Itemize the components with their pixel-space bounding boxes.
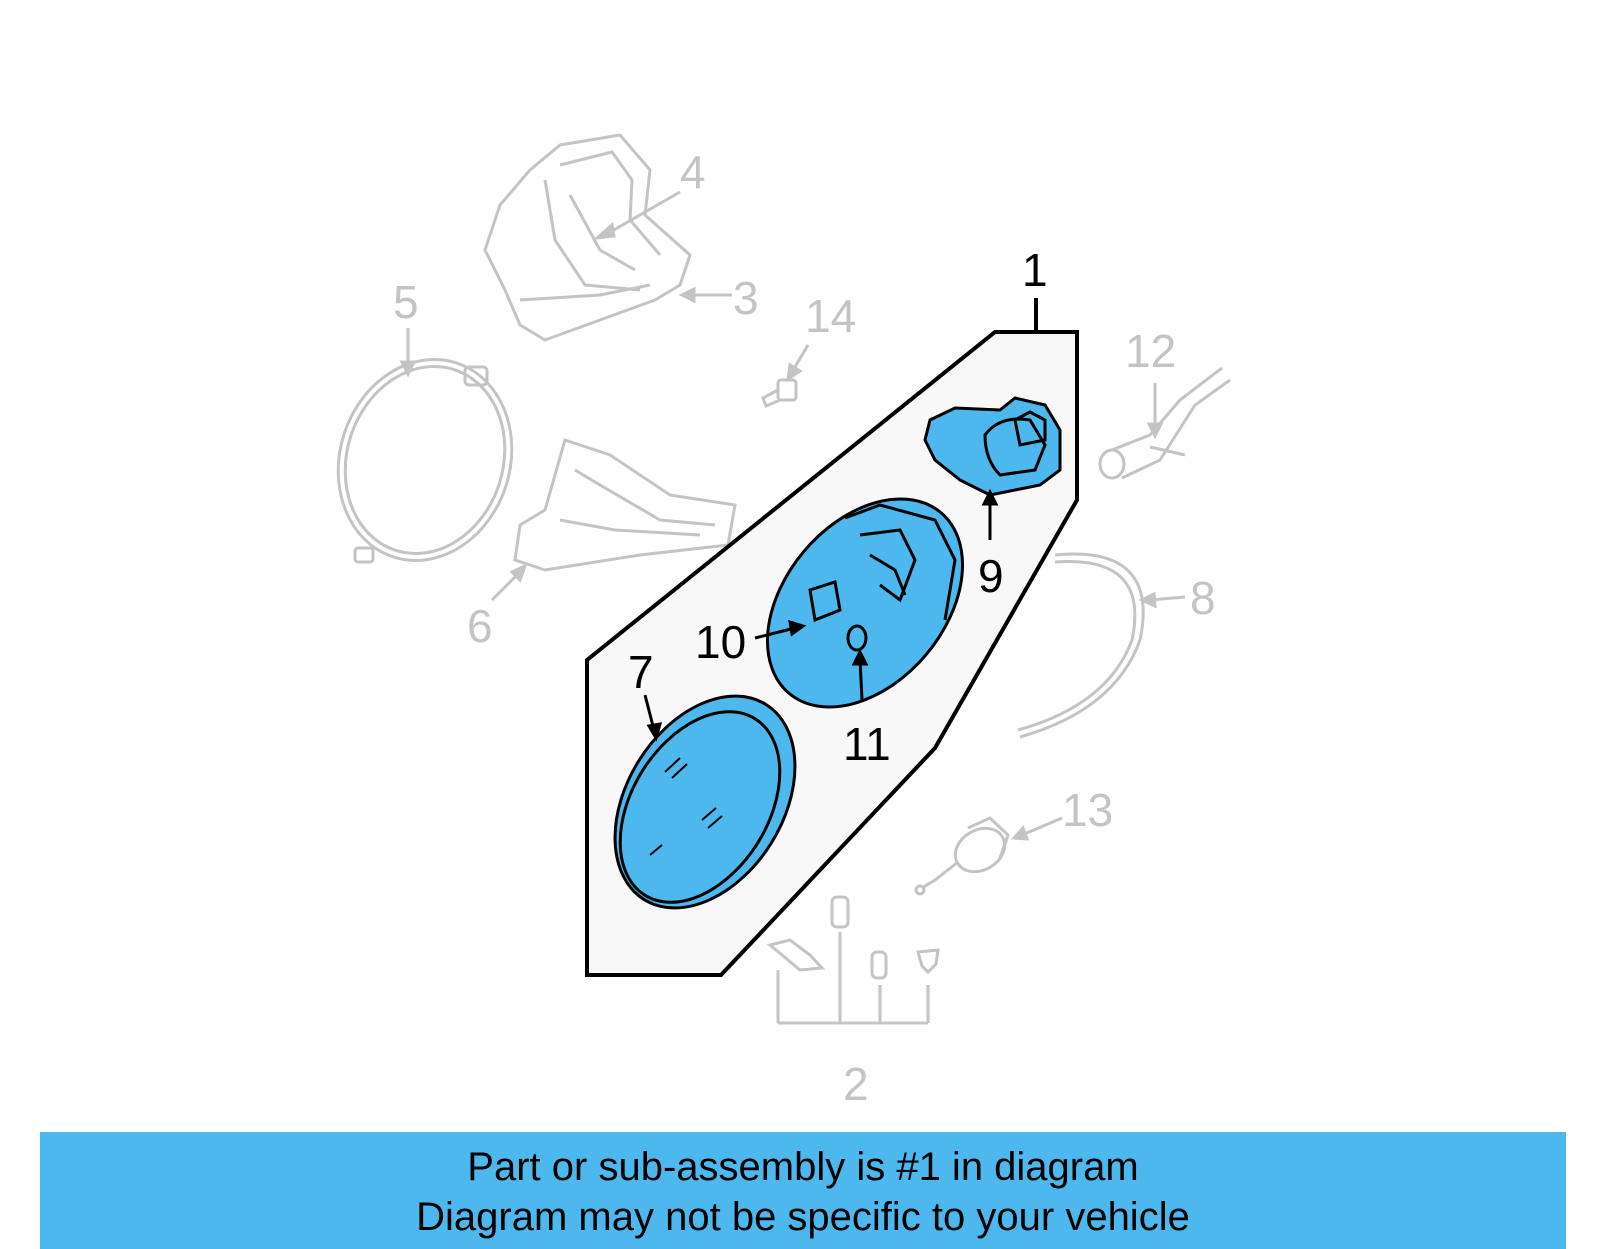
callout-3: 3 bbox=[733, 272, 759, 324]
callout-11: 11 bbox=[843, 718, 891, 770]
part-9-cap bbox=[923, 396, 1062, 497]
callout-9: 9 bbox=[978, 550, 1004, 602]
info-banner: Part or sub-assembly is #1 in diagram Di… bbox=[40, 1132, 1566, 1249]
callout-5: 5 bbox=[393, 276, 419, 328]
active-leaders bbox=[643, 488, 999, 742]
callout-7: 7 bbox=[628, 646, 654, 698]
callout-1: 1 bbox=[1022, 244, 1048, 296]
muted-leaders bbox=[399, 190, 1186, 841]
part-4-housing bbox=[483, 133, 692, 342]
banner-line-1: Part or sub-assembly is #1 in diagram bbox=[467, 1145, 1139, 1189]
banner-line-2: Diagram may not be specific to your vehi… bbox=[416, 1195, 1190, 1239]
part-2-bulbs bbox=[766, 895, 940, 1025]
callout-6: 6 bbox=[467, 600, 493, 652]
callout-4: 4 bbox=[680, 146, 706, 198]
callout-13: 13 bbox=[1062, 784, 1113, 836]
callout-14: 14 bbox=[805, 290, 856, 342]
part-14-bolt bbox=[761, 378, 798, 408]
part-12-socket bbox=[1098, 366, 1231, 480]
callout-10: 10 bbox=[695, 616, 746, 668]
callout-12: 12 bbox=[1125, 325, 1176, 377]
part-5-ring bbox=[336, 357, 514, 564]
part-7-lens bbox=[613, 694, 797, 910]
part-8-trim bbox=[1017, 552, 1145, 739]
part-housing-reflector bbox=[765, 497, 965, 709]
part-6-bracket bbox=[513, 438, 737, 572]
callout-8: 8 bbox=[1190, 572, 1216, 624]
callout-2: 2 bbox=[843, 1058, 869, 1110]
part-13-motor bbox=[914, 816, 1010, 896]
